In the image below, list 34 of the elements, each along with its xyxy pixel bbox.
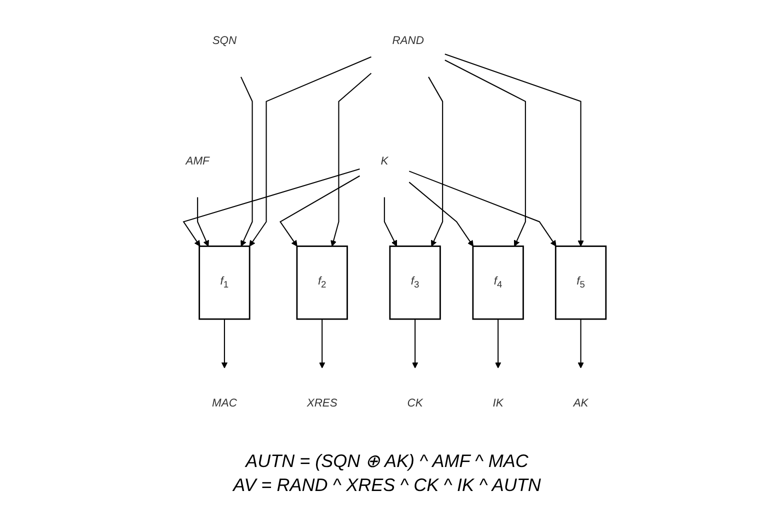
arrow [412, 319, 418, 368]
node-box [554, 246, 607, 320]
arrow [428, 76, 444, 246]
arrow [408, 170, 556, 246]
formula-text: AV = RAND ^ XRES ^ CK ^ IK ^ AUTN [233, 474, 541, 497]
node-text: AMF [186, 155, 210, 168]
formula-text: AUTN = (SQN ⊕ AK) ^ AMF ^ MAC [244, 450, 530, 473]
flowchart: SQN RAND AMF K f$_{1}$ f$_{2}$ f$_{3}$ f$_{4}$ f$_{5}$ MAC XRES CK IK AK [0, 0, 774, 445]
arrow [240, 76, 253, 246]
arrow [197, 197, 209, 246]
arrow [319, 319, 326, 368]
node-text: XRES [306, 397, 338, 410]
node-text: RAND [392, 34, 424, 47]
arrow [249, 56, 372, 246]
node-text: CK [407, 397, 423, 410]
arrow [444, 60, 526, 246]
arrow [221, 319, 228, 368]
node-text: IK [492, 397, 504, 410]
node-text: K [380, 155, 388, 168]
arrow [384, 197, 398, 246]
arrow [444, 54, 584, 246]
arrow [495, 319, 502, 368]
arrow [182, 168, 360, 246]
node-box [472, 246, 524, 320]
node-text: AK [573, 397, 588, 410]
arrow [408, 182, 474, 246]
node-box [198, 246, 250, 320]
node-box [389, 246, 441, 320]
arrow [578, 319, 584, 368]
node-text: SQN [212, 34, 237, 47]
node-box [296, 246, 348, 320]
arrow [330, 72, 372, 246]
node-text: MAC [212, 397, 237, 410]
arrow [280, 175, 360, 246]
